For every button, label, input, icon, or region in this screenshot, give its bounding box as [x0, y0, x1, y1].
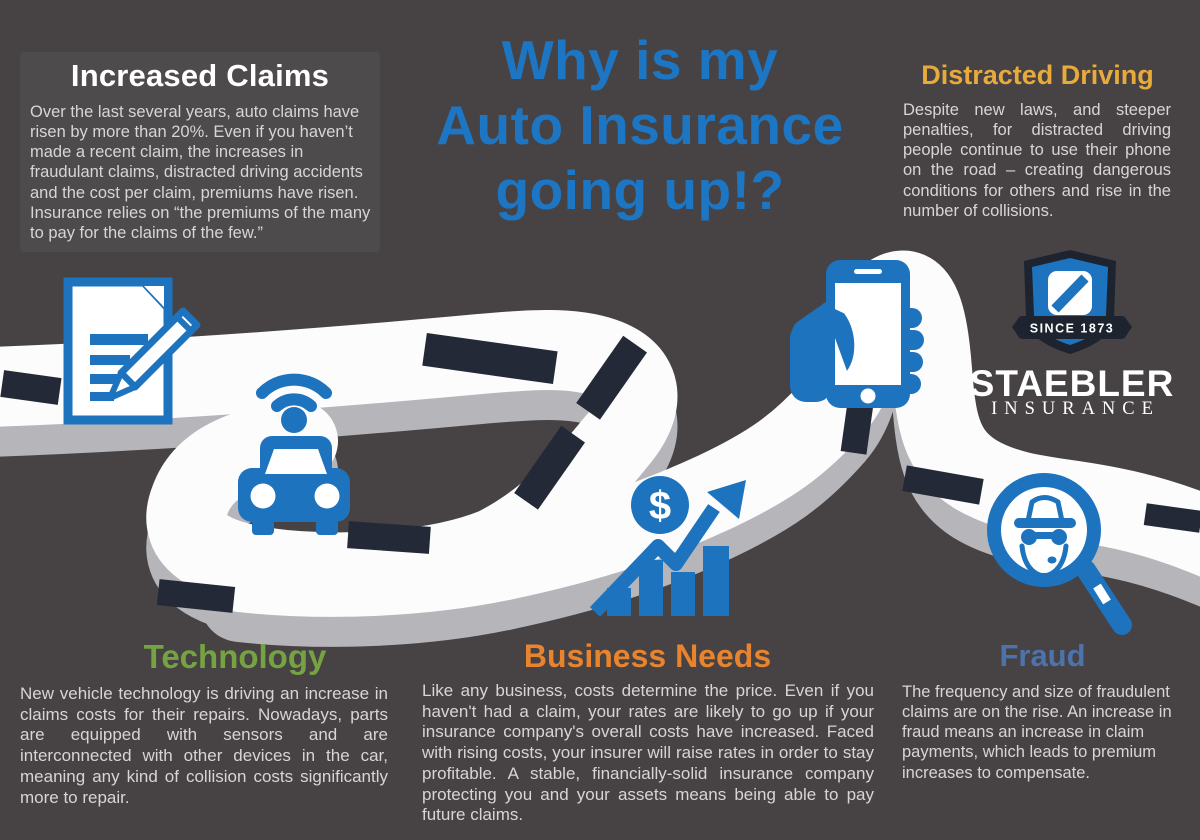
dollar-sign: $	[649, 484, 671, 528]
section-backdrop	[20, 52, 380, 252]
title-line-2: Auto Insurance	[436, 93, 844, 156]
phone-in-hand-icon	[790, 260, 924, 408]
connected-car-icon	[238, 373, 350, 535]
fraud-body: The frequency and size of fraudulent cla…	[902, 683, 1172, 782]
logo-banner-text: SINCE 1873	[1030, 322, 1114, 336]
fraud-magnifier-icon	[987, 473, 1132, 635]
business-needs-body: Like any business, costs determine the p…	[422, 681, 874, 825]
dollar-growth-chart-icon: $	[589, 476, 746, 617]
distracted-driving-heading: Distracted Driving	[921, 60, 1154, 90]
technology-body: New vehicle technology is driving an inc…	[20, 684, 388, 807]
staebler-shield-icon: SINCE 1873	[1012, 250, 1132, 354]
road-lane-dashes	[0, 332, 1200, 613]
technology-heading: Technology	[143, 638, 327, 675]
page-title: Why is my Auto Insurance going up!?	[420, 28, 860, 223]
title-line-3: going up!?	[495, 158, 785, 221]
distracted-driving-body: Despite new laws, and steeper penalties,…	[903, 101, 1171, 220]
document-pencil-icon	[63, 277, 201, 425]
fraud-heading: Fraud	[999, 638, 1086, 673]
logo-tagline: INSURANCE	[991, 399, 1160, 419]
title-line-1: Why is my	[501, 29, 779, 91]
increased-claims-body: Over the last several years, auto claims…	[30, 103, 371, 242]
increased-claims-heading: Increased Claims	[70, 58, 330, 93]
wifi-icon	[256, 373, 332, 433]
logo-name: STAEBLER	[969, 363, 1175, 404]
business-needs-heading: Business Needs	[523, 638, 772, 674]
